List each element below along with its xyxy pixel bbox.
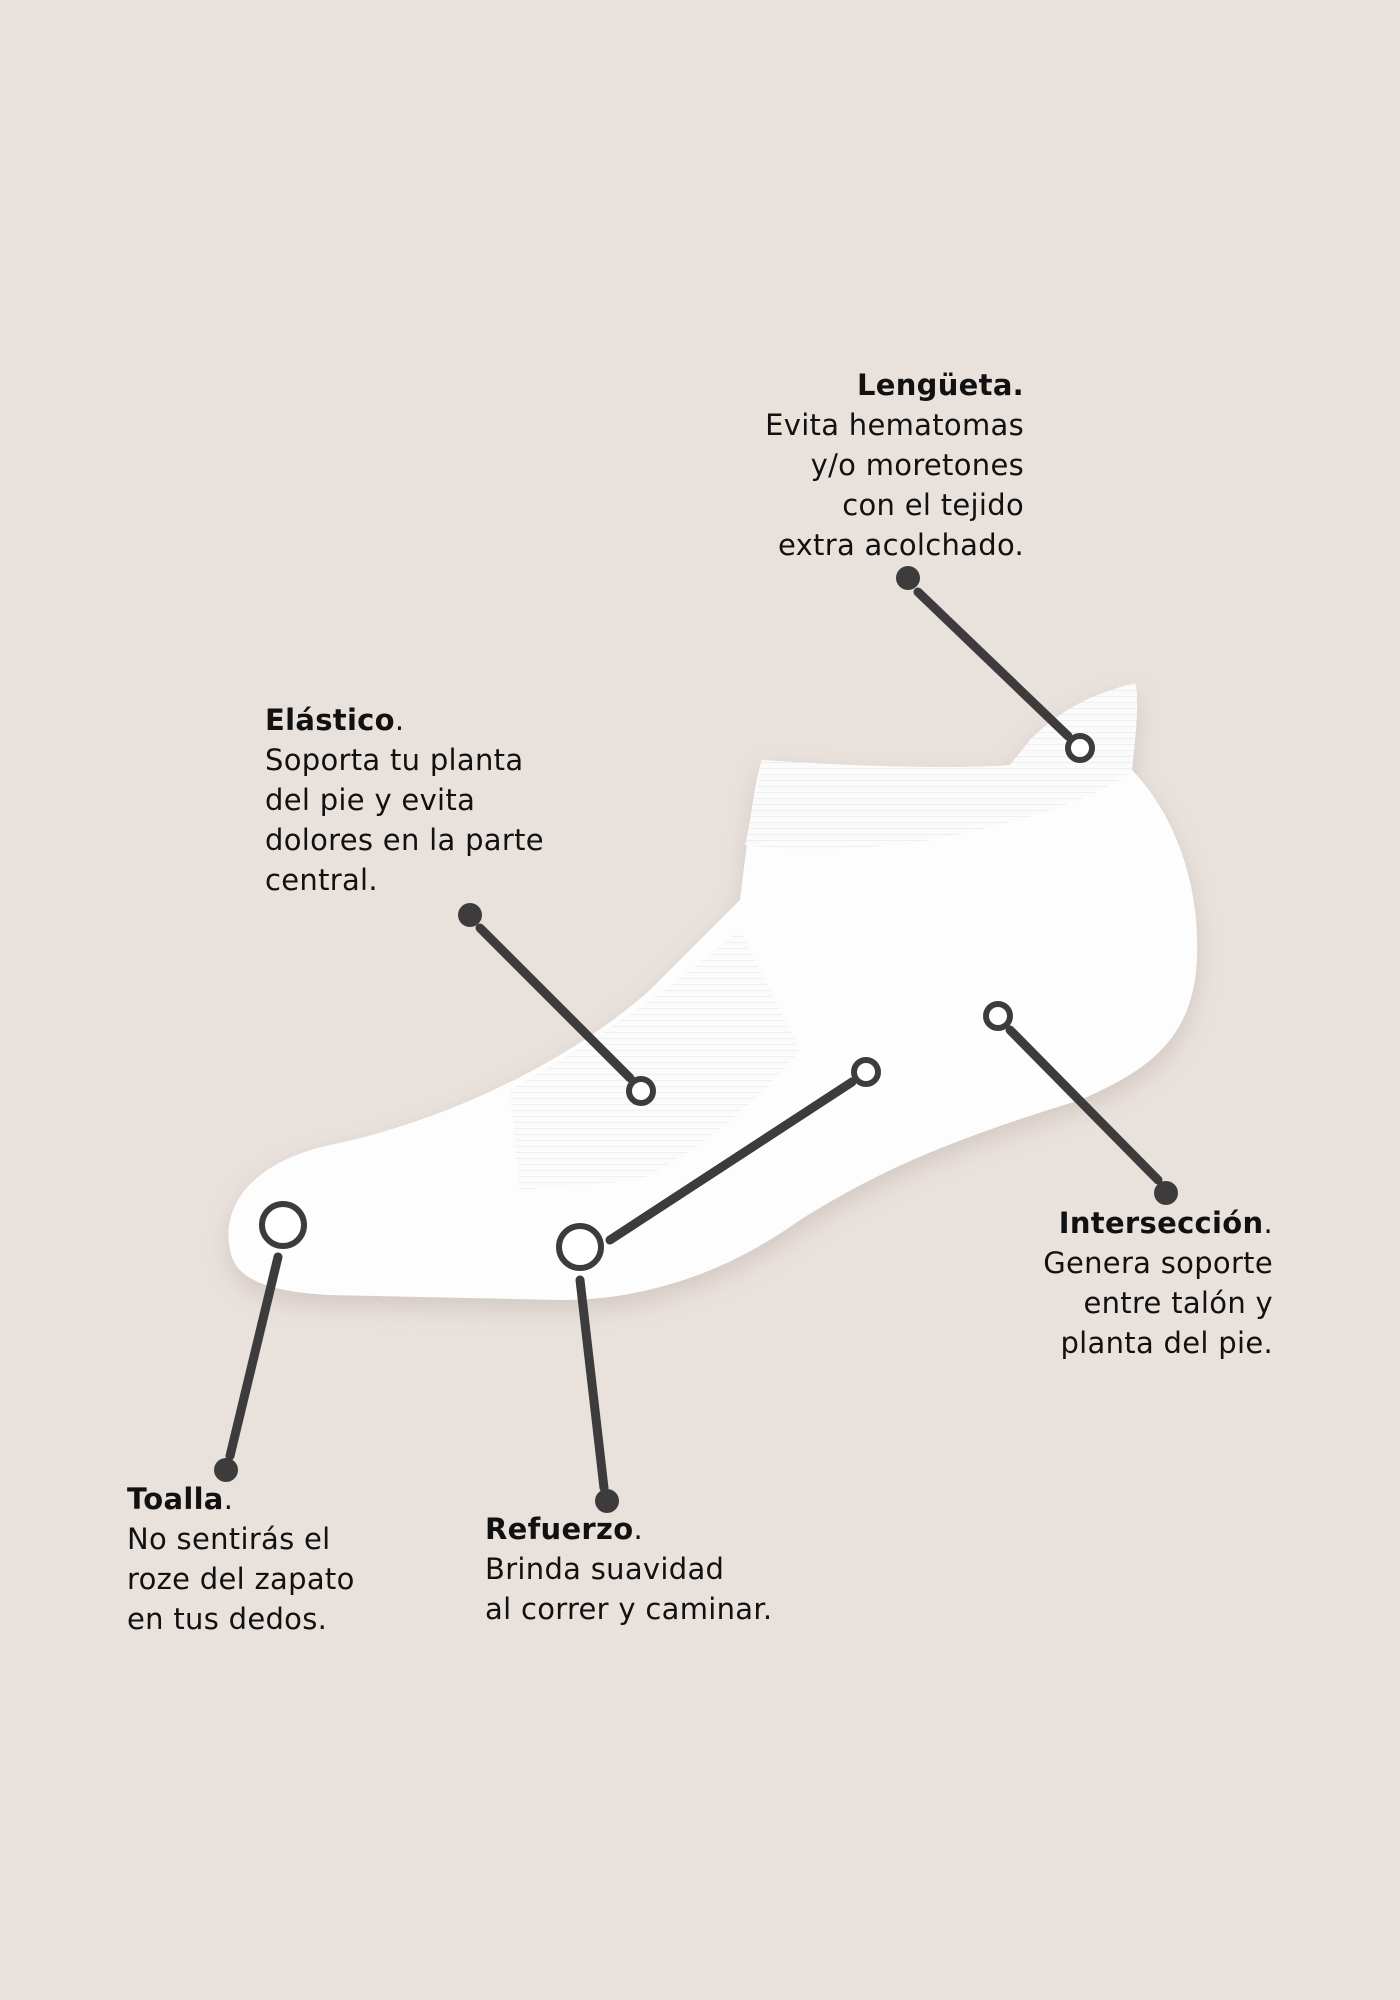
callout-title-dot: . <box>394 703 405 737</box>
callout-toalla: Toalla. No sentirás el roze del zapato e… <box>127 1479 355 1639</box>
callout-text: planta del pie. <box>1060 1326 1273 1360</box>
callout-text: Soporta tu planta <box>265 743 524 777</box>
pointer-elastico <box>475 923 635 1083</box>
callout-text: y/o moretones <box>810 448 1024 482</box>
callout-text: con el tejido <box>842 488 1024 522</box>
pointer-toalla <box>225 1252 283 1461</box>
callout-title: Refuerzo <box>485 1512 634 1546</box>
sock-cuff <box>745 683 1138 849</box>
pointer-refuerzo-b <box>575 1275 609 1493</box>
callout-text: No sentirás el <box>127 1522 331 1556</box>
callout-interseccion: Intersección. Genera soporte entre talón… <box>1043 1203 1273 1363</box>
pointer-lengueta <box>913 587 1073 741</box>
pointer-lines <box>225 587 1163 1493</box>
pointer-interseccion <box>1005 1025 1163 1185</box>
pointer-dots <box>214 566 1178 1513</box>
callout-text: al correr y caminar. <box>485 1592 773 1626</box>
pointer-refuerzo-a <box>605 1077 857 1245</box>
sock-mesh-panel <box>510 930 800 1190</box>
callout-text: dolores en la parte <box>265 823 544 857</box>
callout-text: en tus dedos. <box>127 1602 328 1636</box>
callout-text: extra acolchado. <box>777 528 1024 562</box>
callout-title-dot: . <box>1263 1206 1273 1240</box>
callout-text: Evita hematomas <box>765 408 1024 442</box>
callout-title: Intersección <box>1058 1206 1264 1240</box>
callout-title-dot: . <box>633 1512 643 1546</box>
callout-title: Toalla <box>127 1482 224 1516</box>
callout-text: roze del zapato <box>127 1562 355 1596</box>
callout-title: Lengüeta. <box>856 368 1024 402</box>
callout-text: Genera soporte <box>1043 1246 1273 1280</box>
callout-text: del pie y evita <box>265 783 476 817</box>
callout-text: entre talón y <box>1083 1286 1273 1320</box>
callout-elastico: Elástico. Soporta tu planta del pie y ev… <box>265 700 544 900</box>
callout-text: central. <box>265 863 378 897</box>
callout-lengueta: Lengüeta. Evita hematomas y/o moretones … <box>765 365 1024 565</box>
callout-title: Elástico <box>265 703 395 737</box>
callout-title-dot: . <box>223 1482 234 1516</box>
callout-text: Brinda suavidad <box>485 1552 725 1586</box>
callout-refuerzo: Refuerzo. Brinda suavidad al correr y ca… <box>485 1509 772 1629</box>
pointer-rings <box>259 733 1095 1271</box>
